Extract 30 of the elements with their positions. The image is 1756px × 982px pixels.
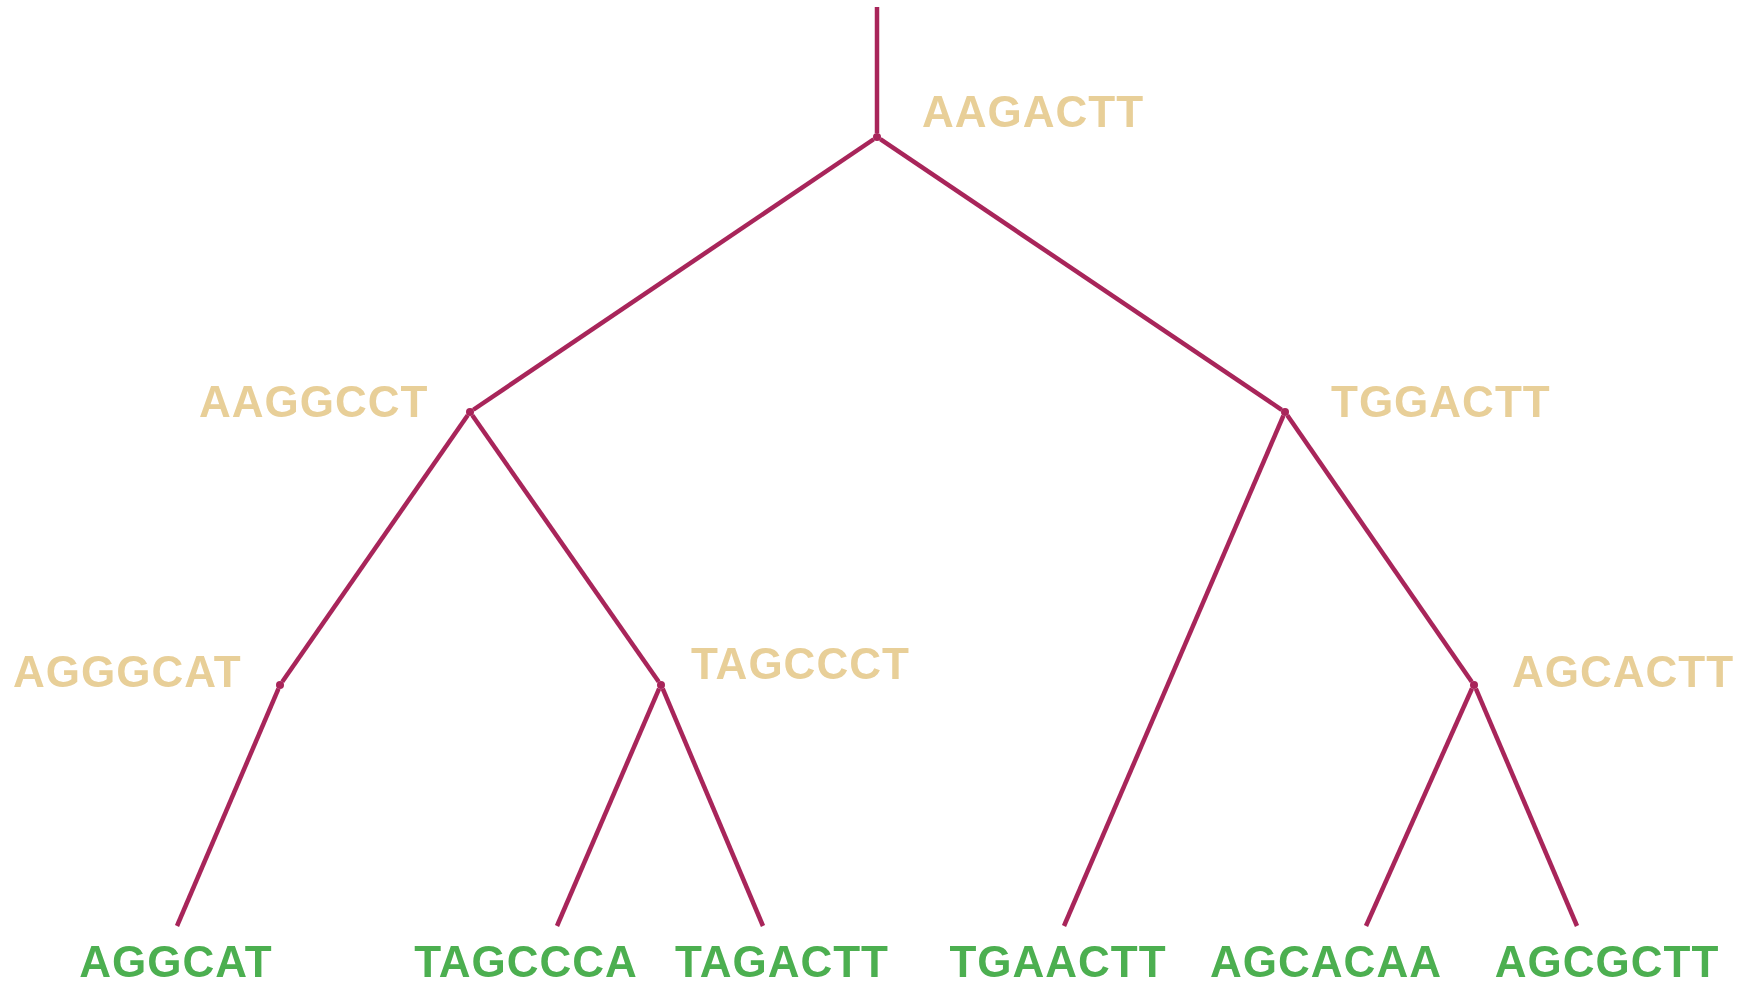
branch-point xyxy=(1470,681,1478,689)
ancestral-sequence-label: TGGACTT xyxy=(1331,380,1551,424)
branch-point xyxy=(276,681,284,689)
branch-line xyxy=(472,137,875,412)
leaf-sequence-label: AGCGCTT xyxy=(1494,940,1720,982)
ancestral-sequence-label: AAGGCCT xyxy=(199,380,429,424)
branch-point xyxy=(657,681,665,689)
branch-line xyxy=(280,414,470,683)
ancestral-sequence-label: AGCACTT xyxy=(1512,650,1735,694)
leaf-sequence-label: AGCACAA xyxy=(1210,940,1442,982)
leaf-sequence-label: TGAACTT xyxy=(949,940,1167,982)
branch-point xyxy=(1281,408,1289,416)
ancestral-sequence-label: AGGGCAT xyxy=(13,650,242,694)
ancestral-sequence-label: TAGCCCT xyxy=(691,642,910,686)
leaf-sequence-label: AGGCAT xyxy=(79,940,273,982)
branch-line xyxy=(1363,687,1475,927)
branch-line xyxy=(874,7,880,133)
branch-line xyxy=(1473,687,1580,927)
branch-point xyxy=(466,408,474,416)
branch-line xyxy=(1285,414,1474,683)
branch-line xyxy=(554,687,662,927)
branch-line xyxy=(660,687,766,927)
branch-line xyxy=(1061,414,1286,927)
leaf-sequence-label: TAGACTT xyxy=(675,940,889,982)
branch-point xyxy=(873,133,881,141)
branch-line xyxy=(470,414,661,683)
leaf-sequence-label: TAGCCCA xyxy=(414,940,638,982)
branch-line xyxy=(879,137,1283,412)
ancestral-sequence-label: AAGACTT xyxy=(922,90,1145,134)
branch-line xyxy=(174,687,281,927)
